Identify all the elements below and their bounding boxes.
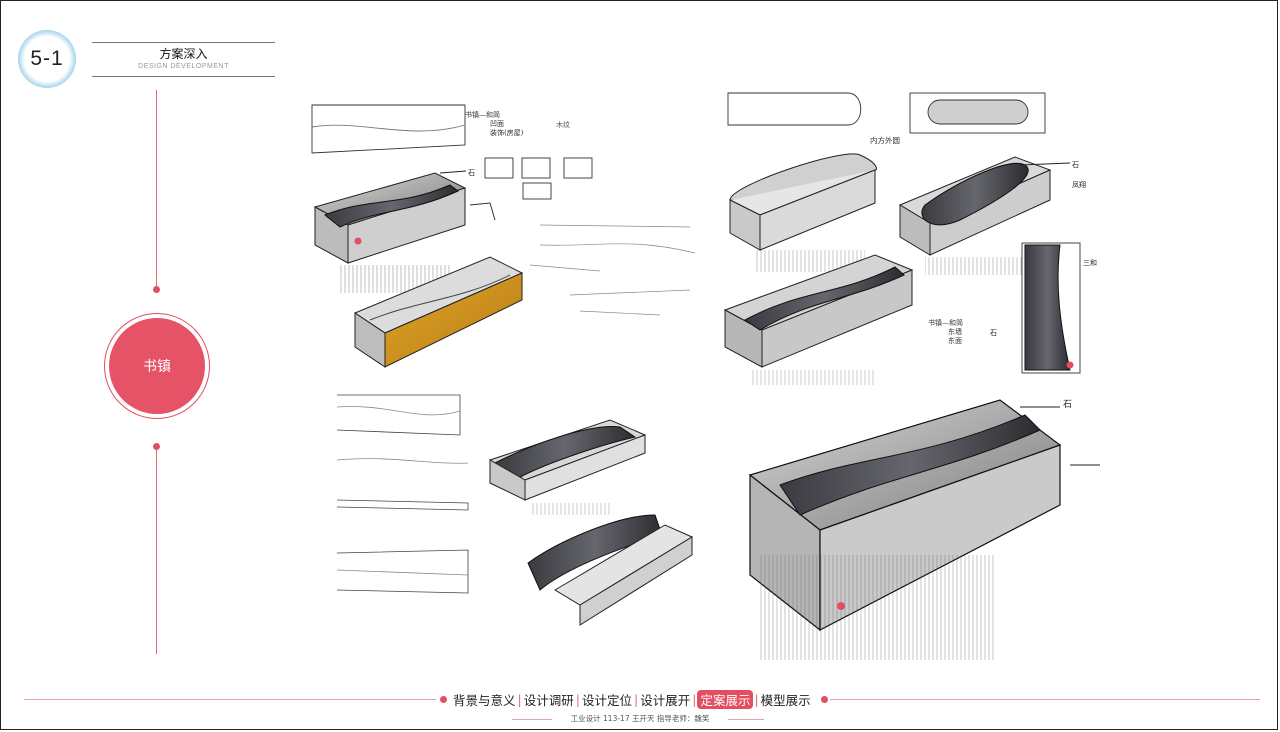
header-bottom-rule xyxy=(92,76,275,77)
nav-item-background[interactable]: 背景与意义 xyxy=(453,692,516,708)
sketch-box-3 xyxy=(728,153,877,272)
credit-line-left xyxy=(512,719,552,720)
timeline-dot-top xyxy=(153,286,160,293)
sketch-box-5 xyxy=(723,254,914,385)
label-stone-4: 石 xyxy=(1063,400,1072,410)
header-top-rule xyxy=(92,42,275,43)
nav-item-research[interactable]: 设计调研 xyxy=(523,692,574,708)
footer-dot-right xyxy=(821,696,828,703)
product-circle: 书镇 xyxy=(109,318,205,414)
nav-separator: | xyxy=(633,691,639,707)
sketch-box-2 xyxy=(353,256,524,368)
label-wind: 凤翔 xyxy=(1072,180,1086,189)
sketch-box-4 xyxy=(898,156,1071,275)
design-sketch-illustration: 书镇—和简凹面装饰(房屋) 木纹 石 内方外圆 xyxy=(311,92,1100,660)
product-circle-ring xyxy=(104,313,210,419)
section-badge: 5-1 xyxy=(18,30,76,88)
footer-dot-left xyxy=(440,696,447,703)
sketch-box-1 xyxy=(313,170,467,293)
nav-item-final-design[interactable]: 定案展示 xyxy=(697,689,754,709)
section-number: 5-1 xyxy=(30,47,64,70)
sketch-box-6 xyxy=(488,419,647,515)
nav-item-development[interactable]: 设计展开 xyxy=(640,692,691,708)
timeline-line-top xyxy=(156,90,157,286)
footer-line-left xyxy=(24,699,436,700)
page-subtitle: DESIGN DEVELOPMENT xyxy=(138,63,229,70)
label-feng: 三和 xyxy=(1083,258,1097,267)
product-label: 书镇 xyxy=(143,359,171,375)
credit-line-right xyxy=(728,719,764,720)
section-nav: 背景与意义 | 设计调研 | 设计定位 | 设计展开 | 定案展示 | 模型展示 xyxy=(452,689,812,709)
label-stone-3: 石 xyxy=(990,329,997,337)
nav-separator: | xyxy=(692,691,697,707)
label-stone-2: 石 xyxy=(1072,161,1079,169)
note-mid: 书镇—和简东墙东面 xyxy=(928,318,963,345)
timeline-line-bottom xyxy=(156,450,157,654)
sketch-box-7 xyxy=(527,514,694,626)
footer-line-right xyxy=(830,699,1260,700)
nav-separator: | xyxy=(517,691,522,707)
sketch-tall-stone xyxy=(1021,242,1081,374)
nav-separator: | xyxy=(575,691,580,707)
author-credit: 工业设计 113-17 王开天 指导老师：魏笑 xyxy=(570,714,710,723)
page-title: 方案深入 xyxy=(159,47,208,61)
timeline-dot-bottom xyxy=(153,443,160,450)
note-wood: 木纹 xyxy=(556,120,570,129)
note-top-left: 书镇—和简凹面装饰(房屋) xyxy=(465,110,524,137)
nav-separator: | xyxy=(754,691,759,707)
label-stone-1: 石 xyxy=(468,169,475,177)
sketch-box-large xyxy=(748,399,1100,660)
note-inner-outer: 内方外圆 xyxy=(870,135,900,145)
nav-item-model[interactable]: 模型展示 xyxy=(760,692,811,708)
nav-item-positioning[interactable]: 设计定位 xyxy=(581,692,632,708)
